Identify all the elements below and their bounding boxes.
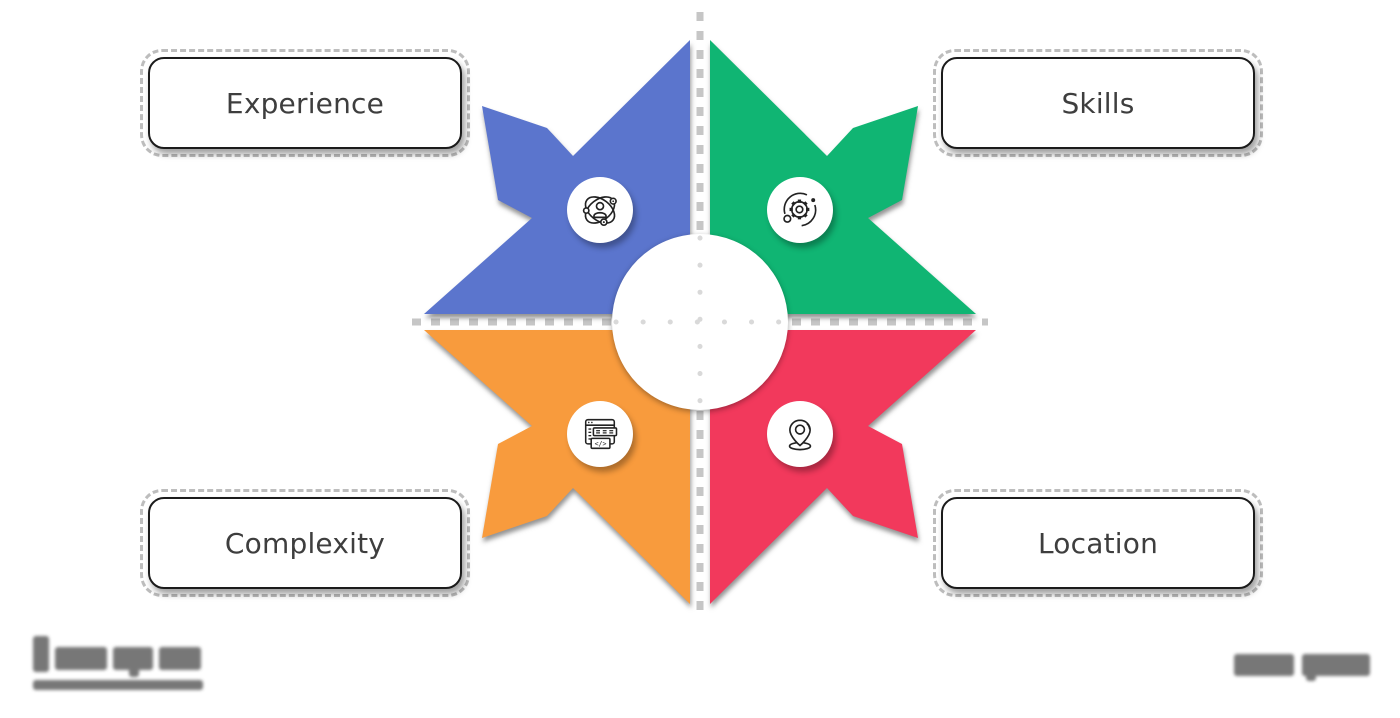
label-text-complexity: Complexity [224, 526, 386, 560]
watermark-logo-glyph [33, 636, 49, 672]
watermark-text-block [1302, 654, 1370, 676]
label-text-experience: Experience [225, 86, 385, 120]
watermark-logo [33, 634, 205, 692]
watermark-text-block [1234, 654, 1294, 676]
complexity-icon-badge: </> [567, 401, 633, 467]
gear-orbit-icon [783, 192, 817, 227]
center-circle [612, 234, 788, 410]
label-text-skills: Skills [1061, 86, 1135, 120]
watermark-logo-descender [129, 667, 139, 677]
watermark-logo-glyph [55, 647, 107, 670]
svg-text:</>: </> [595, 440, 607, 448]
watermark-tagline-bar [33, 680, 203, 690]
skills-icon-badge [767, 177, 833, 243]
location-icon-badge [767, 401, 833, 467]
person-network-icon [582, 196, 617, 227]
watermark-logo-glyph [159, 647, 201, 670]
watermark-text-descender [1306, 674, 1316, 681]
quadrant-arrow-figure [412, 12, 988, 620]
experience-icon-badge [567, 177, 633, 243]
map-pin-icon [788, 419, 812, 451]
watermark-text [1234, 651, 1374, 683]
code-window-icon: </> [584, 418, 618, 450]
watermark-logo-glyph [113, 647, 153, 670]
label-text-location: Location [1037, 526, 1159, 560]
